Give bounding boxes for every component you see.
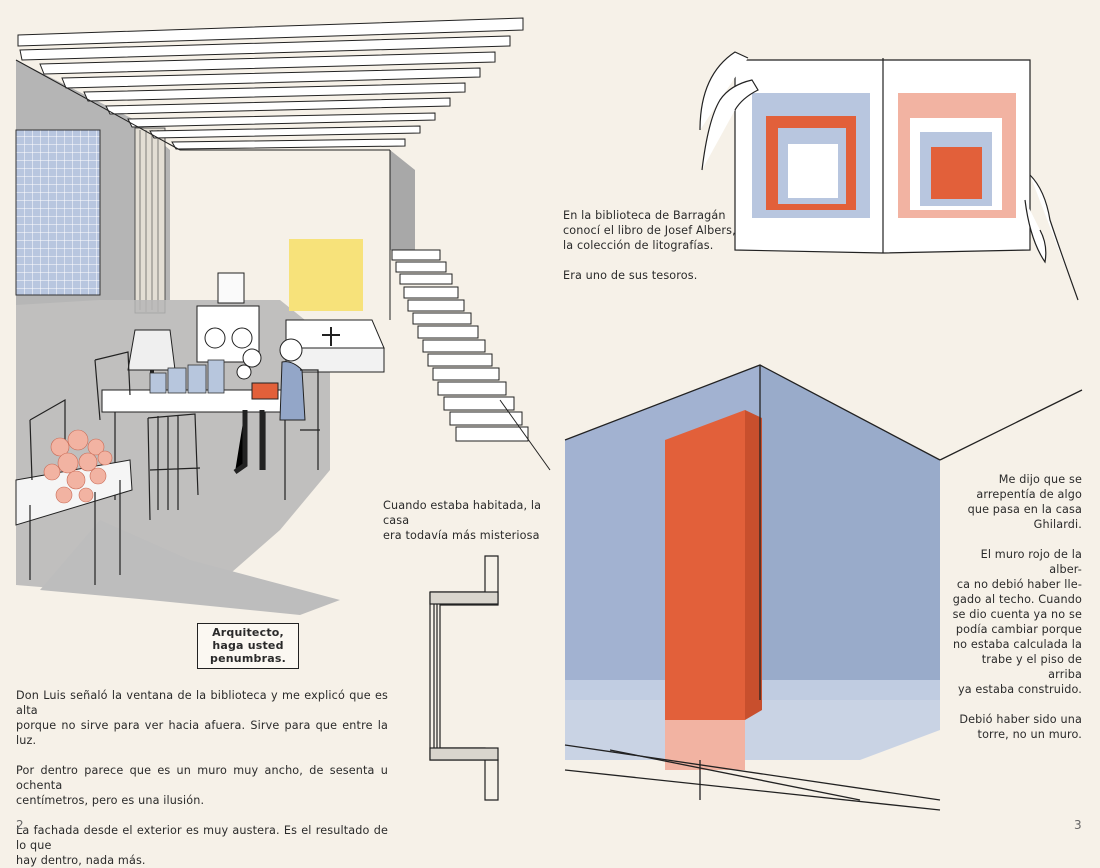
- red-wall-illustration: [564, 364, 1083, 811]
- albers-book-illustration: [699, 51, 1079, 301]
- library-illustration: [15, 17, 551, 615]
- page-number-left: 2: [16, 818, 24, 832]
- ghilardi-paragraph: Me dijo que se arrepentía de algo que pa…: [952, 473, 1082, 741]
- window-section-diagram: [429, 555, 499, 801]
- page-number-right: 3: [1074, 818, 1082, 832]
- habitada-caption: Cuando estaba habitada, la casa era toda…: [383, 499, 542, 542]
- illustration-layer: [15, 17, 1083, 811]
- albers-caption: En la biblioteca de Barragán conocí el l…: [563, 209, 736, 282]
- book-spread: En la biblioteca de Barragán conocí el l…: [15, 17, 1083, 867]
- ventana-paragraph: Don Luis señaló la ventana de la bibliot…: [16, 689, 388, 867]
- speech-bubble: Arquitecto, haga usted penumbras.: [197, 623, 299, 669]
